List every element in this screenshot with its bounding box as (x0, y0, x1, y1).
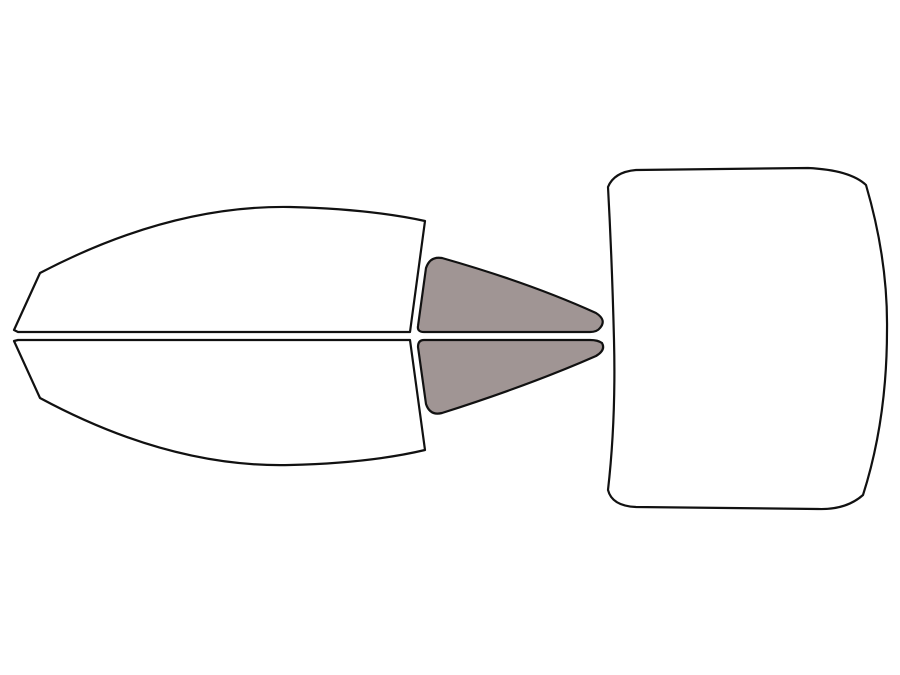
passenger-front-door-window[interactable] (12, 338, 427, 467)
driver-rear-quarter-window[interactable] (416, 256, 604, 334)
rear-windshield[interactable] (606, 166, 889, 511)
passenger-rear-quarter-window[interactable] (416, 338, 605, 415)
driver-front-door-window[interactable] (12, 205, 427, 334)
